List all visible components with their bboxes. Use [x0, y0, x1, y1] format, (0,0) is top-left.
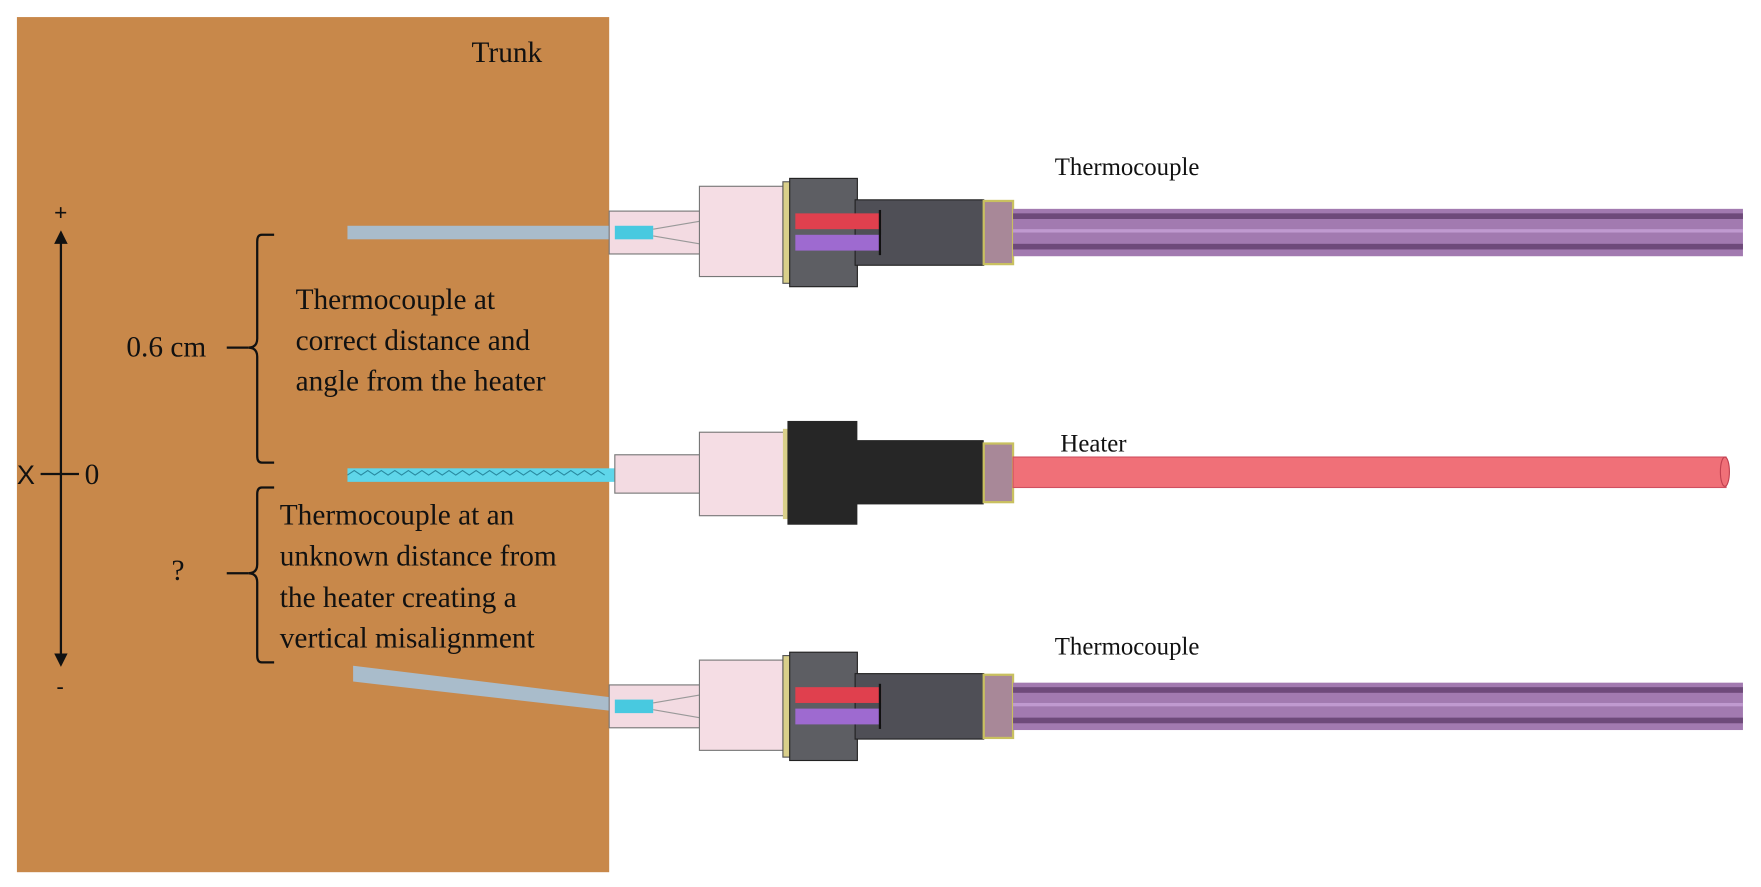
heater-label: Heater	[1060, 430, 1127, 457]
top-measure-label: 0.6 cm	[126, 332, 206, 364]
trunk-region	[16, 17, 610, 873]
bottom-annotation-line: the heater creating a	[280, 582, 517, 614]
bottom-annotation-line: unknown distance from	[280, 540, 557, 572]
bottom-annotation-line: Thermocouple at an	[280, 500, 515, 532]
bottom-thermocouple-probe	[353, 651, 1745, 762]
top-annotation-line: angle from the heater	[296, 365, 546, 397]
trunk-label: Trunk	[472, 37, 543, 69]
bottom-annotation-line: vertical misalignment	[280, 623, 535, 655]
axis-minus: -	[56, 674, 64, 699]
top-annotation-line: Thermocouple at	[296, 284, 496, 316]
top-annotation-line: correct distance and	[296, 325, 531, 357]
top-thermocouple-probe	[347, 177, 1745, 288]
axis-x-label: X	[17, 459, 35, 490]
axis-zero: 0	[85, 459, 100, 491]
top-thermocouple-label: Thermocouple	[1055, 154, 1200, 181]
heater-probe	[347, 420, 1730, 525]
axis-plus: +	[54, 200, 67, 225]
bottom-thermocouple-label: Thermocouple	[1055, 633, 1200, 660]
bottom-measure-label: ?	[171, 555, 184, 587]
